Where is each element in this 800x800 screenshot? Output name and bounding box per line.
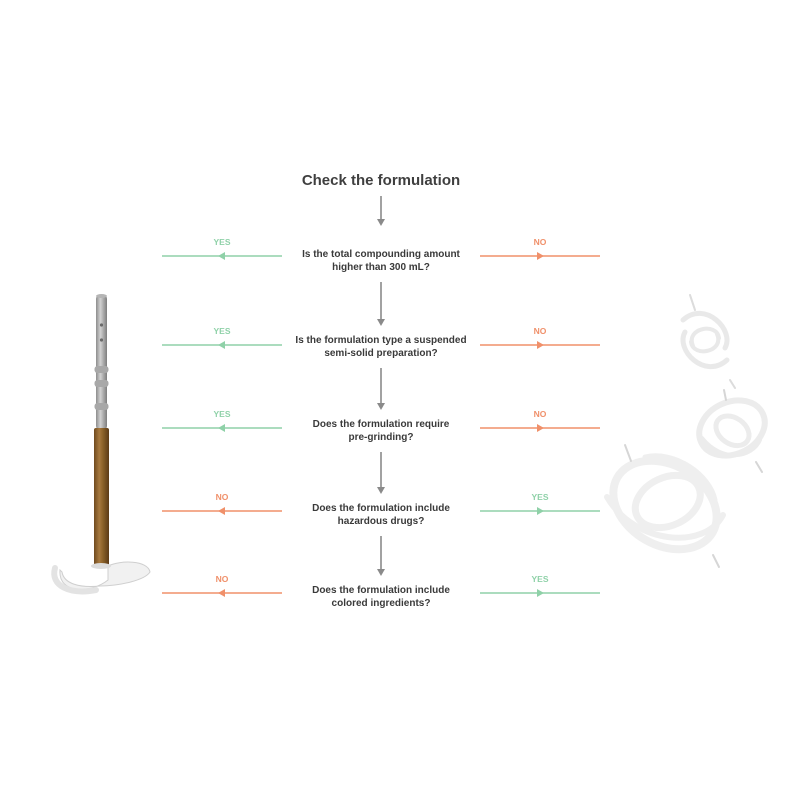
left-branch-label: NO bbox=[216, 574, 229, 584]
right-branch: NO bbox=[480, 237, 600, 260]
right-branch: NO bbox=[480, 409, 600, 432]
question-line: Is the total compounding amount bbox=[302, 249, 460, 260]
right-branch-label: YES bbox=[531, 574, 548, 584]
connector-arrow bbox=[377, 452, 385, 494]
left-branch-label: NO bbox=[216, 492, 229, 502]
question-line: Does the formulation require bbox=[313, 419, 450, 430]
decision-row: Is the formulation type a suspended semi-… bbox=[162, 326, 600, 359]
right-branch: YES bbox=[480, 574, 600, 597]
left-branch: NO bbox=[162, 574, 282, 597]
question-line: Does the formulation include bbox=[312, 585, 450, 596]
connector-arrow bbox=[377, 196, 385, 226]
right-branch: NO bbox=[480, 326, 600, 349]
connector-arrow bbox=[377, 282, 385, 326]
question-line: hazardous drugs? bbox=[338, 516, 425, 527]
connector-arrow bbox=[377, 368, 385, 410]
question-line: Does the formulation include bbox=[312, 503, 450, 514]
question-line: Is the formulation type a suspended bbox=[295, 335, 466, 346]
page-title: Check the formulation bbox=[302, 172, 460, 189]
left-branch: YES bbox=[162, 237, 282, 260]
right-branch: YES bbox=[480, 492, 600, 515]
question-text: Is the formulation type a suspended semi-… bbox=[295, 335, 466, 359]
question-text: Does the formulation require pre-grinding… bbox=[313, 419, 450, 443]
decision-row: Does the formulation include hazardous dr… bbox=[162, 492, 600, 527]
right-branch-label: YES bbox=[531, 492, 548, 502]
question-line: pre-grinding? bbox=[349, 432, 414, 443]
right-branch-label: NO bbox=[534, 326, 547, 336]
question-text: Is the total compounding amount higher th… bbox=[302, 249, 460, 273]
left-branch: NO bbox=[162, 492, 282, 515]
right-branch-label: NO bbox=[534, 409, 547, 419]
left-branch-label: YES bbox=[213, 237, 230, 247]
decision-row: Does the formulation include colored ingr… bbox=[162, 574, 600, 609]
left-branch: YES bbox=[162, 326, 282, 349]
question-line: higher than 300 mL? bbox=[332, 262, 430, 273]
spiral-blades-image bbox=[604, 294, 768, 568]
decision-row: Does the formulation require pre-grinding… bbox=[162, 409, 600, 443]
left-branch-label: YES bbox=[213, 326, 230, 336]
left-branch-label: YES bbox=[213, 409, 230, 419]
connector-arrow bbox=[377, 536, 385, 576]
left-branch: YES bbox=[162, 409, 282, 432]
question-text: Does the formulation include colored ingr… bbox=[312, 585, 450, 609]
question-line: semi-solid preparation? bbox=[324, 348, 437, 359]
question-line: colored ingredients? bbox=[332, 598, 431, 609]
question-text: Does the formulation include hazardous dr… bbox=[312, 503, 450, 527]
decision-row: Is the total compounding amount higher th… bbox=[162, 237, 600, 273]
right-branch-label: NO bbox=[534, 237, 547, 247]
stirring-rod-image bbox=[51, 294, 151, 595]
